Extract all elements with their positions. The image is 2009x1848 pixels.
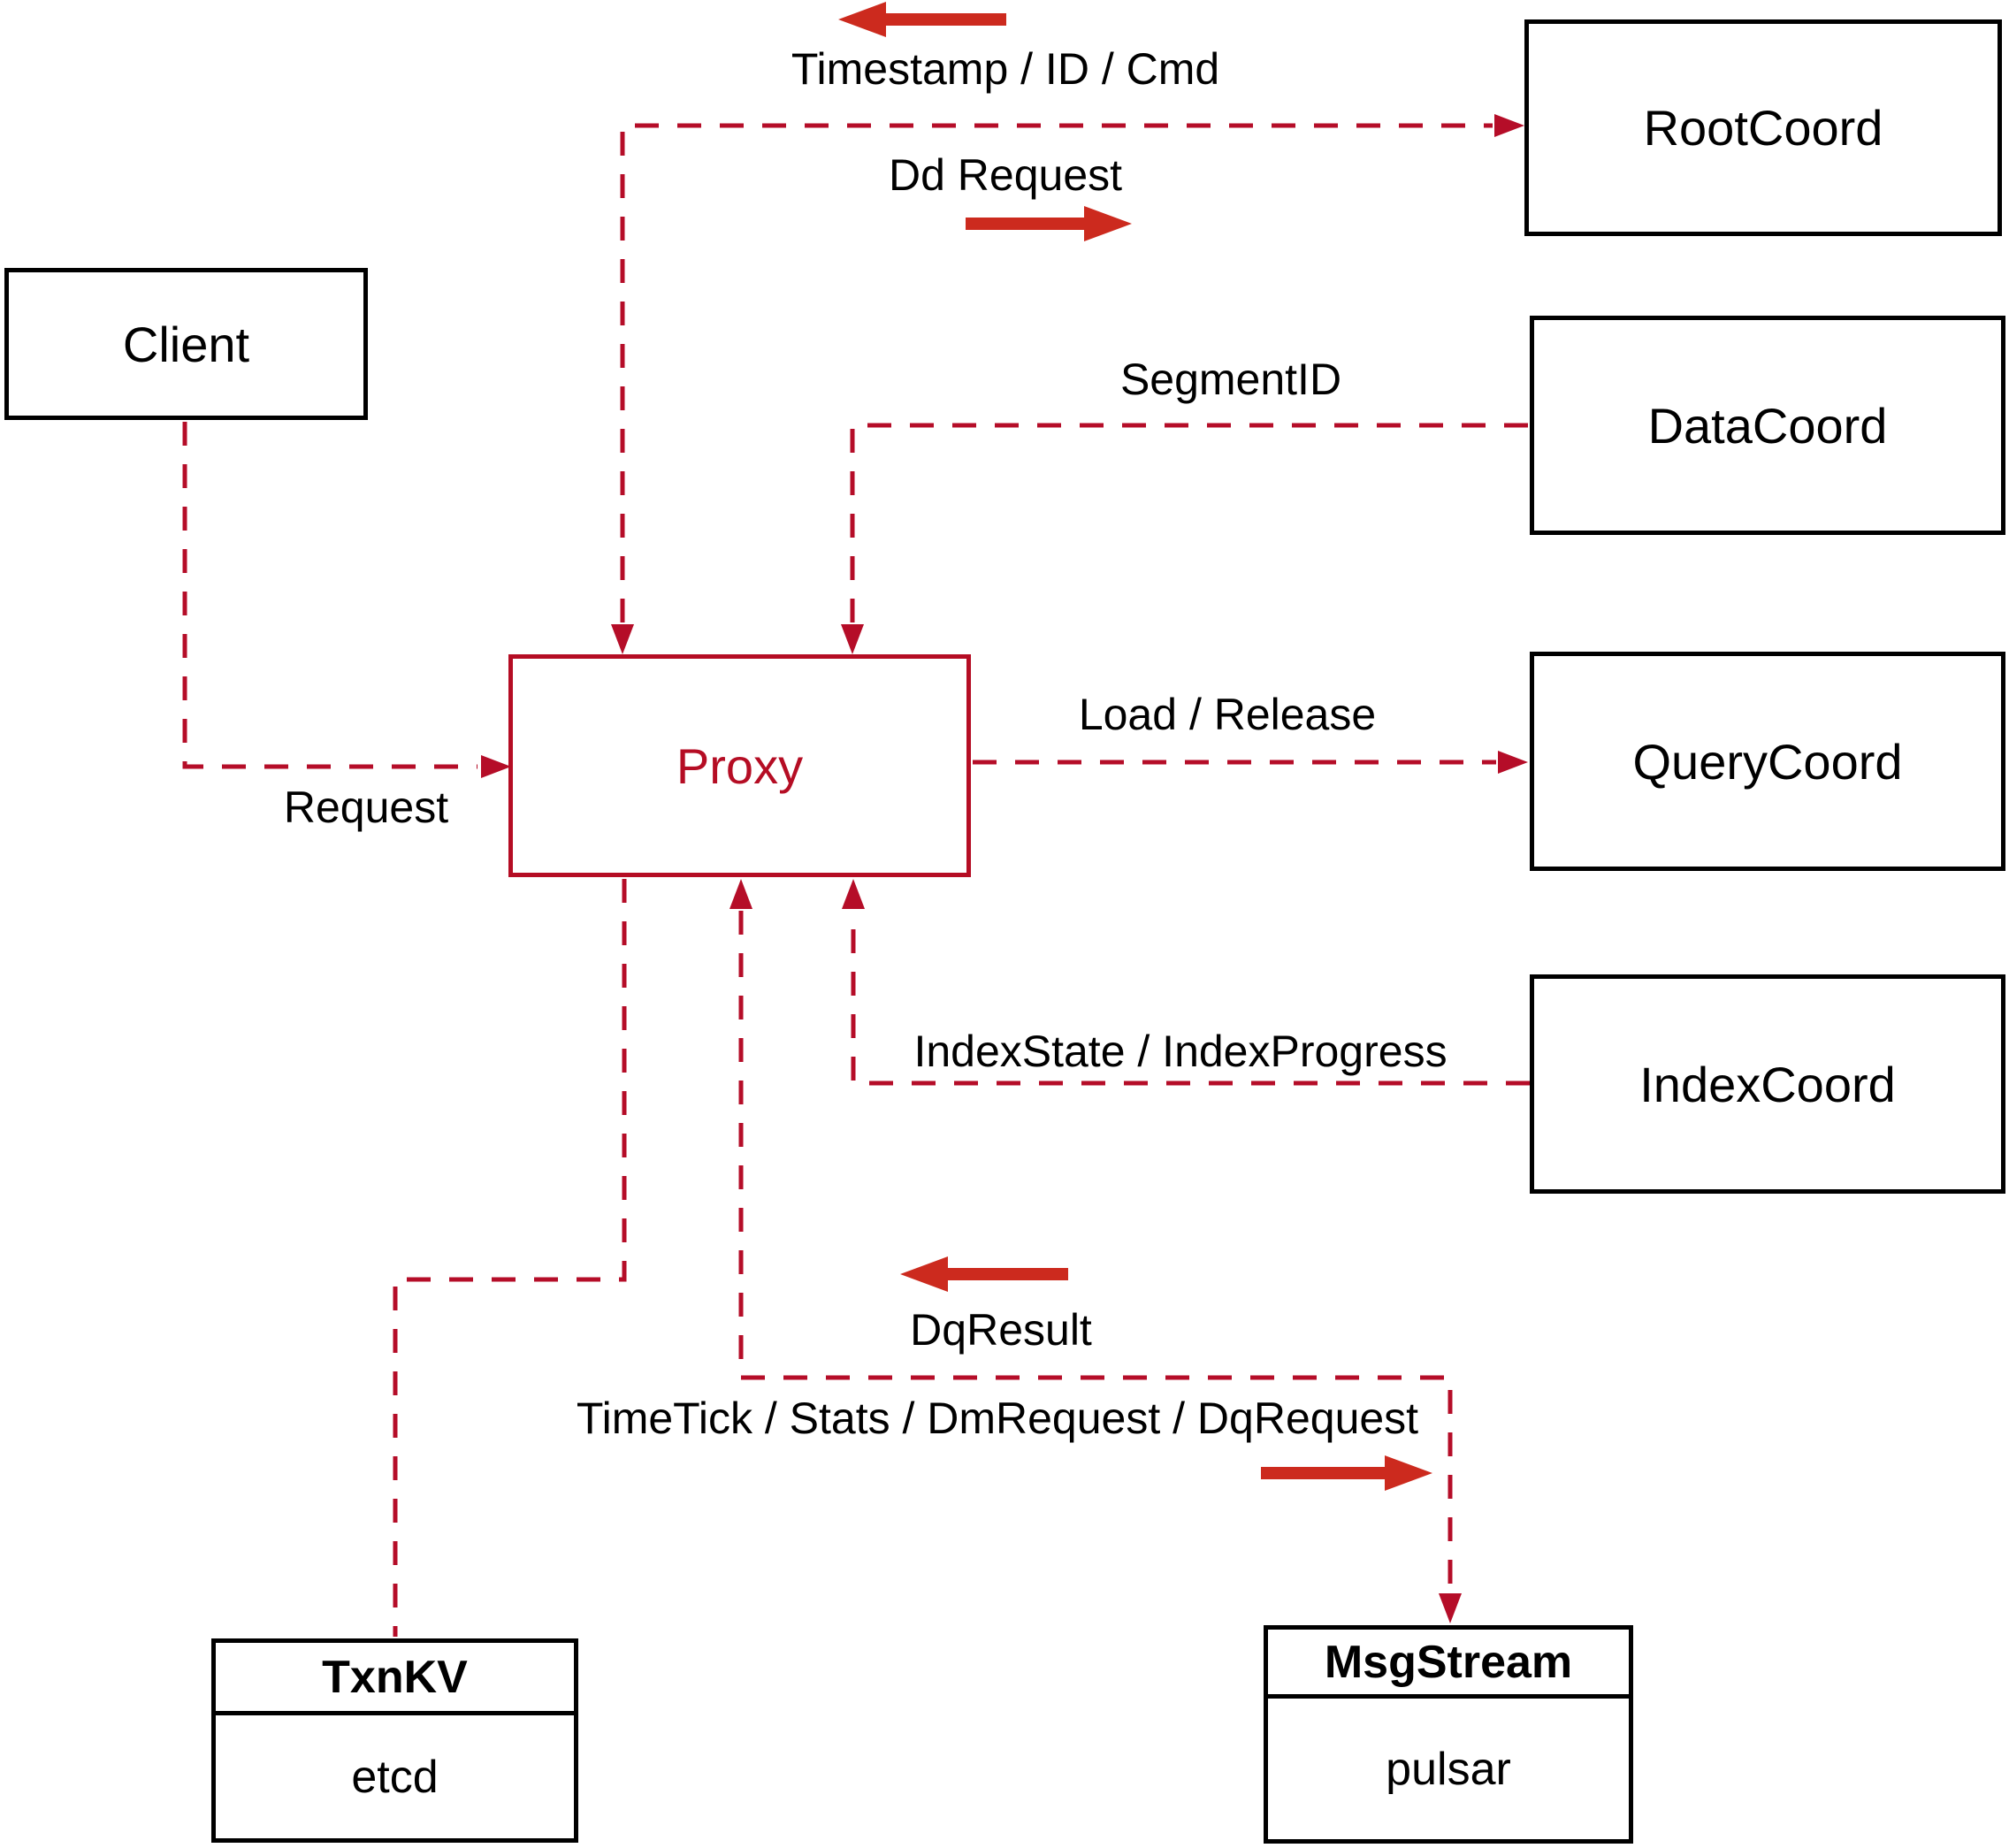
arrowhead-into-proxy-bottom-left — [730, 879, 752, 909]
node-txnkv-subtitle: etcd — [351, 1751, 439, 1803]
node-proxy: Proxy — [508, 654, 971, 877]
node-txnkv-title-row: TxnKV — [216, 1643, 574, 1715]
node-client: Client — [4, 268, 368, 420]
label-request: Request — [283, 783, 449, 832]
edge-indexcoord-proxy — [851, 911, 1530, 1086]
node-msgstream-title-row: MsgStream — [1268, 1630, 1629, 1699]
label-timestamp-id-cmd: Timestamp / ID / Cmd — [791, 44, 1220, 94]
direction-arrow-left-dq-result — [900, 1256, 1068, 1292]
node-datacoord: DataCoord — [1530, 316, 2005, 535]
node-querycoord: QueryCoord — [1530, 652, 2005, 871]
label-timetick-stats-dm-dq: TimeTick / Stats / DmRequest / DqRequest — [576, 1394, 1419, 1443]
arrowhead-into-proxy-top-left — [611, 624, 634, 654]
arrowhead-into-proxy-top-right — [841, 624, 864, 654]
direction-arrow-right-timetick — [1261, 1455, 1432, 1491]
direction-arrow-right-dd-request — [966, 206, 1132, 241]
arrowhead-into-querycoord — [1498, 751, 1528, 774]
arrowhead-into-rootcoord — [1494, 114, 1524, 137]
direction-arrow-left-timestamp — [838, 2, 1006, 37]
node-txnkv: TxnKV etcd — [211, 1638, 578, 1843]
label-index-state-progress: IndexState / IndexProgress — [913, 1027, 1448, 1076]
edge-proxy-msgstream — [738, 911, 1453, 1592]
node-rootcoord: RootCoord — [1524, 19, 2002, 236]
edge-proxy-rootcoord — [620, 123, 1493, 622]
node-datacoord-label: DataCoord — [1647, 397, 1888, 454]
node-indexcoord: IndexCoord — [1530, 974, 2005, 1194]
node-txnkv-body-row: etcd — [216, 1715, 574, 1838]
label-segment-id: SegmentID — [1119, 355, 1342, 404]
node-querycoord-label: QueryCoord — [1632, 733, 1903, 790]
edge-datacoord-proxy — [850, 423, 1530, 622]
node-client-label: Client — [122, 316, 250, 372]
node-msgstream-body-row: pulsar — [1268, 1699, 1629, 1839]
node-rootcoord-label: RootCoord — [1643, 100, 1883, 156]
label-load-release: Load / Release — [1078, 690, 1377, 739]
node-msgstream-title: MsgStream — [1324, 1636, 1573, 1688]
arrowhead-into-proxy-left — [481, 755, 511, 778]
label-dq-result: DqResult — [910, 1305, 1092, 1355]
arrowhead-into-proxy-bottom-right — [842, 879, 865, 909]
node-msgstream-subtitle: pulsar — [1386, 1743, 1511, 1795]
edge-client-proxy — [182, 422, 477, 769]
edge-proxy-txnkv — [393, 879, 627, 1637]
node-txnkv-title: TxnKV — [322, 1651, 468, 1703]
node-msgstream: MsgStream pulsar — [1264, 1625, 1633, 1844]
label-dd-request: Dd Request — [888, 150, 1123, 200]
node-proxy-label: Proxy — [676, 737, 804, 794]
arrowhead-into-msgstream — [1439, 1593, 1462, 1623]
node-indexcoord-label: IndexCoord — [1639, 1056, 1896, 1112]
